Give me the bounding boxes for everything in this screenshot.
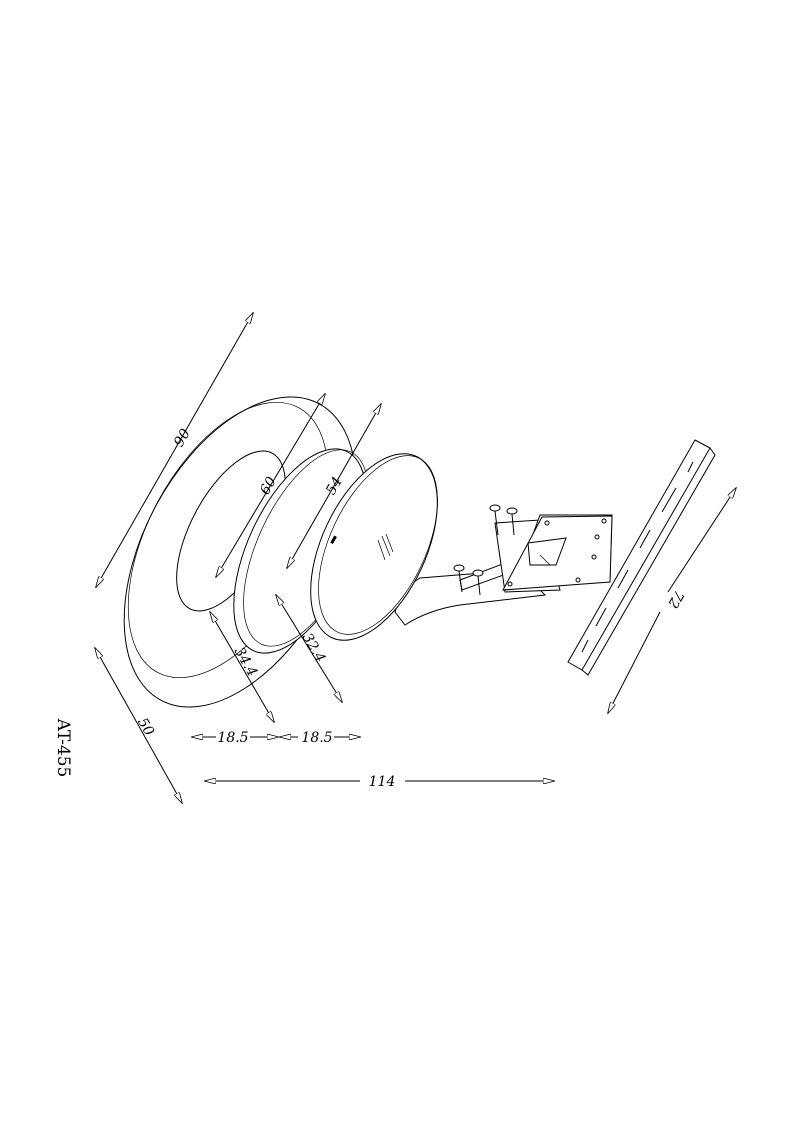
dimension-spacing: 18.5 18.5 bbox=[192, 730, 360, 746]
dimension-label-spacing-left: 18.5 bbox=[217, 730, 248, 746]
dimension-label-inner: 60 bbox=[257, 474, 280, 498]
dimension-label-outer: 90 bbox=[171, 426, 194, 450]
screw-group-top bbox=[489, 504, 518, 536]
model-code: AT-455 bbox=[53, 718, 73, 778]
dimension-label-bracket: 72 bbox=[664, 587, 687, 611]
screw-group-bottom bbox=[453, 564, 484, 596]
dimension-total-length: 114 bbox=[205, 774, 554, 790]
dimension-label-depth: 50 bbox=[134, 715, 157, 739]
dimension-depth: 50 bbox=[95, 648, 182, 803]
wall-rail bbox=[567, 439, 716, 676]
dimension-label-front-offset: 32.4 bbox=[299, 631, 328, 666]
rail-slots bbox=[581, 461, 694, 653]
dimension-bracket-height: 72 bbox=[608, 488, 736, 713]
dimension-middle-disc: 54 bbox=[287, 404, 381, 568]
dimension-label-middle: 54 bbox=[323, 474, 346, 497]
dimension-outer-diameter: 90 bbox=[96, 313, 253, 587]
mounting-plate bbox=[459, 514, 613, 593]
dimension-label-spacing-right: 18.5 bbox=[301, 730, 332, 746]
dimension-label-total: 114 bbox=[369, 774, 396, 790]
